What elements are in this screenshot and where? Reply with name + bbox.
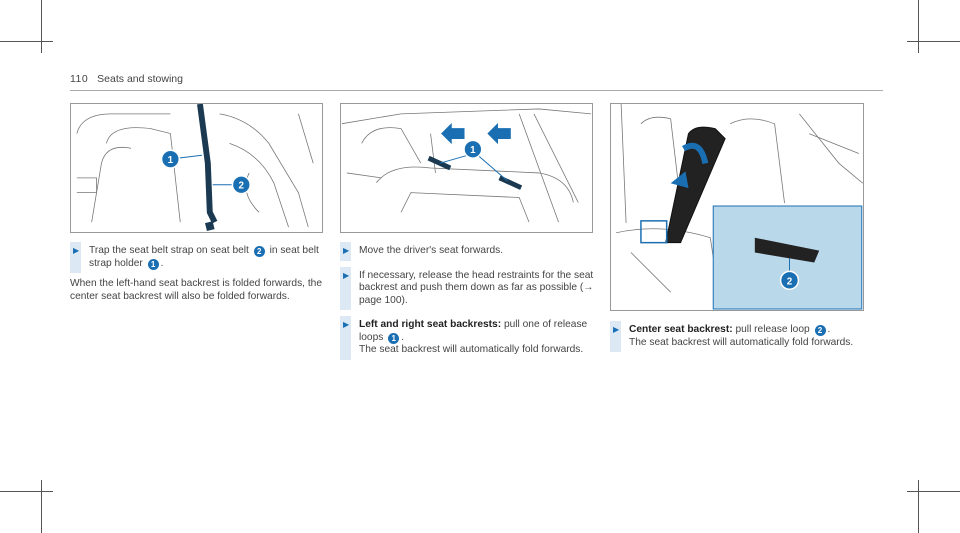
arrow-icon [439, 120, 466, 147]
crop-mark [0, 491, 53, 492]
arrow-icon [485, 120, 512, 147]
callout-1 [463, 139, 483, 159]
figure-seatbelt-strap: 1 2 [70, 103, 323, 233]
paragraph: When the left-hand seat backrest is fold… [70, 278, 322, 302]
instruction-step: ▶ Left and right seat backrests: pull on… [340, 316, 595, 360]
figure-release-loops: 1 [340, 103, 593, 233]
instruction-step: ▶ Move the driver's seat forwards. [340, 242, 595, 261]
column-2: ▶ Move the driver's seat forwards. ▶ If … [340, 242, 595, 364]
step-arrow-icon: ▶ [613, 325, 620, 334]
section-title: Seats and stowing [97, 73, 183, 85]
instruction-step: ▶ If necessary, release the head restrai… [340, 266, 595, 310]
column-1: ▶ Trap the seat belt strap on seat belt … [70, 242, 325, 303]
crop-mark [918, 480, 919, 533]
instruction-step: ▶ Center seat backrest: pull release loo… [610, 321, 865, 352]
illustration-rear-seats: 1 [341, 108, 592, 223]
page-header: 110 Seats and stowing [70, 73, 183, 85]
header-rule [70, 90, 883, 91]
callout-badge: 2 [814, 325, 826, 336]
crop-mark [41, 480, 42, 533]
page-number: 110 [70, 73, 89, 85]
figure-center-backrest: 2 [610, 103, 864, 311]
illustration-center-seat: 2 [616, 104, 863, 310]
callout-2 [231, 175, 251, 195]
column-3: ▶ Center seat backrest: pull release loo… [610, 321, 865, 356]
crop-mark [907, 41, 960, 42]
step-arrow-icon: ▶ [73, 246, 80, 255]
crop-mark [41, 0, 42, 53]
illustration-seatbelt: 1 2 [76, 104, 314, 231]
crop-mark [907, 491, 960, 492]
crop-mark [0, 41, 53, 42]
step-arrow-icon: ▶ [343, 246, 350, 255]
callout-badge: 1 [388, 332, 400, 344]
callout-1 [160, 149, 181, 169]
step-arrow-icon: ▶ [343, 320, 350, 329]
callout-2-label: 2 [239, 181, 245, 192]
callout-2-label: 2 [787, 276, 793, 287]
callout-badge: 1 [147, 258, 159, 270]
crop-mark [918, 0, 919, 53]
callout-1-label: 1 [168, 155, 174, 166]
step-arrow-icon: ▶ [343, 270, 350, 280]
callout-1-label: 1 [470, 145, 476, 156]
callout-2 [779, 270, 800, 290]
callout-badge: 2 [253, 246, 265, 257]
instruction-step: ▶ Trap the seat belt strap on seat belt … [70, 242, 325, 273]
